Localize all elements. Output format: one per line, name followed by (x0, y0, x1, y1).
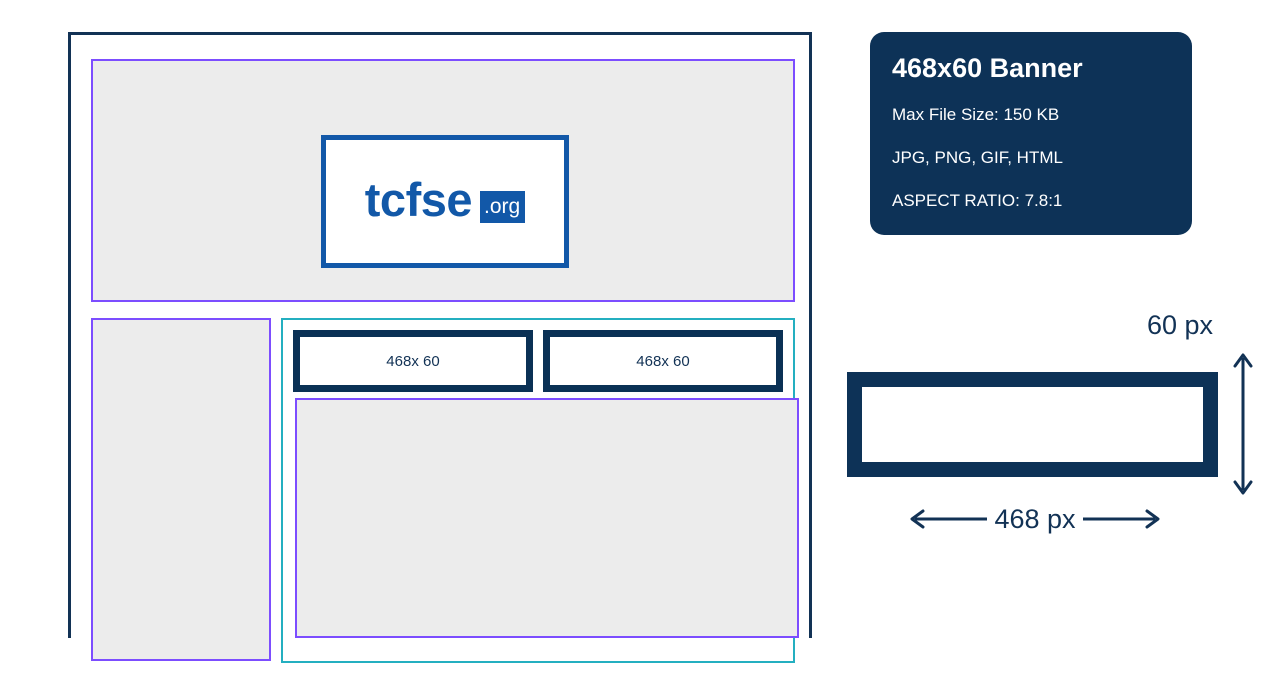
logo-tld-badge: .org (480, 190, 526, 223)
horizontal-dimension-arrow-icon (910, 509, 1160, 529)
spec-line-formats: JPG, PNG, GIF, HTML (892, 147, 1063, 167)
banner-spec-card: 468x60 Banner Max File Size: 150 KB JPG,… (870, 32, 1192, 235)
site-logo-plate: tcfse .org (321, 135, 569, 268)
wireframe-sidebar-placeholder (91, 318, 271, 661)
page-wireframe: tcfse .org 468x 60 468x 60 (68, 32, 812, 663)
banner-slot[interactable]: 468x 60 (293, 330, 533, 392)
site-logo: tcfse .org (364, 173, 526, 226)
spec-line-aspect-ratio: ASPECT RATIO: 7.8:1 (892, 190, 1063, 210)
spec-line-max-file-size: Max File Size: 150 KB (892, 104, 1060, 124)
logo-wordmark: tcfse (364, 173, 473, 226)
vertical-dimension-arrow-icon (1233, 353, 1253, 495)
wireframe-header-placeholder: tcfse .org (91, 59, 795, 302)
wireframe-content-placeholder (295, 398, 799, 638)
banner-dimension-box (847, 372, 1218, 477)
banner-zone-container: 468x 60 468x 60 (281, 318, 799, 663)
dimension-height-label: 60 px (1147, 310, 1214, 340)
banner-slot[interactable]: 468x 60 (543, 330, 783, 392)
banner-slot-row: 468x 60 468x 60 (293, 330, 783, 392)
spec-card-title: 468x60 Banner (892, 53, 1083, 83)
